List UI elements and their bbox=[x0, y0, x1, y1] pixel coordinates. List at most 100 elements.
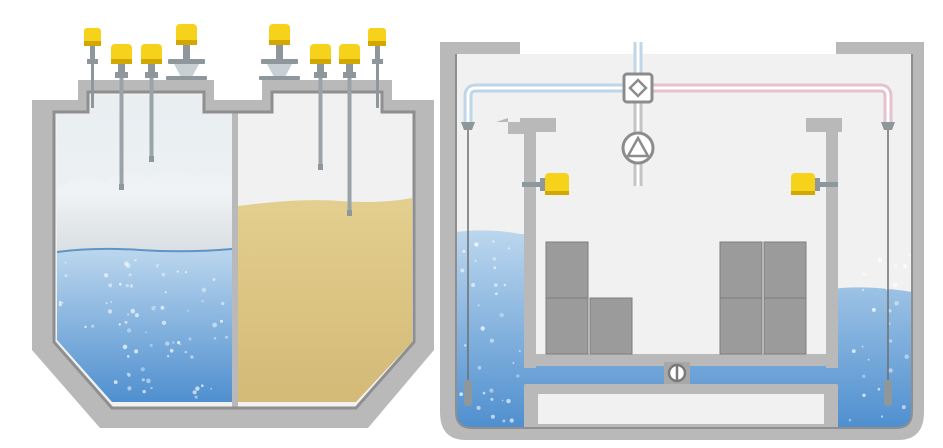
bubble bbox=[58, 301, 62, 304]
bubble bbox=[861, 345, 864, 348]
container-block bbox=[719, 297, 763, 355]
bubble bbox=[867, 358, 870, 361]
bubble bbox=[501, 399, 504, 402]
bubble bbox=[212, 322, 218, 328]
bubble bbox=[459, 392, 464, 397]
bubble bbox=[862, 393, 866, 397]
bubble bbox=[105, 301, 108, 305]
bubble bbox=[489, 388, 494, 393]
side-level-switch bbox=[522, 173, 569, 195]
bubble bbox=[187, 309, 189, 312]
pump-icon bbox=[621, 131, 655, 165]
bubble bbox=[155, 266, 158, 268]
bubble bbox=[480, 326, 485, 331]
bubble bbox=[502, 419, 506, 423]
bubble bbox=[146, 378, 151, 384]
bubble bbox=[165, 341, 170, 346]
bubble bbox=[512, 362, 515, 364]
bubble bbox=[201, 287, 207, 293]
bubble bbox=[516, 374, 520, 378]
bubble bbox=[64, 261, 67, 264]
bubble bbox=[892, 282, 898, 288]
vapour-cloud bbox=[57, 169, 232, 252]
bubble bbox=[176, 270, 179, 273]
bubble bbox=[499, 312, 504, 318]
vibrating-fork-sensor bbox=[84, 28, 101, 108]
bubble bbox=[127, 386, 132, 391]
bubble bbox=[201, 384, 204, 388]
bubble bbox=[141, 378, 145, 382]
hydrostatic-pressure-probe bbox=[881, 122, 895, 406]
bubble bbox=[161, 272, 166, 277]
bubble bbox=[190, 355, 194, 359]
chamber-left-wall bbox=[524, 118, 536, 368]
bubble bbox=[464, 344, 467, 347]
container-block bbox=[763, 241, 807, 299]
chamber-floor bbox=[524, 354, 838, 366]
vibrating-fork-sensor bbox=[368, 28, 386, 108]
pipe-network bbox=[463, 42, 893, 186]
bubble bbox=[134, 349, 139, 354]
bubble bbox=[129, 284, 134, 288]
bubble bbox=[169, 348, 174, 353]
bubble bbox=[862, 272, 866, 277]
radar-horn-sensor bbox=[259, 24, 300, 80]
container-stacks bbox=[545, 241, 807, 355]
container-block bbox=[545, 241, 589, 299]
valve-icon bbox=[622, 72, 654, 104]
bubble bbox=[154, 305, 157, 308]
bubble bbox=[124, 321, 128, 324]
bubble bbox=[125, 284, 129, 288]
bubble bbox=[188, 337, 192, 341]
bubble bbox=[490, 414, 495, 419]
bubble bbox=[509, 418, 514, 423]
rod-probe-sensor bbox=[141, 44, 162, 162]
rod-probe-sensor bbox=[111, 44, 132, 190]
bubble bbox=[84, 325, 87, 329]
bubble bbox=[172, 341, 175, 344]
bubble bbox=[91, 324, 95, 328]
bubble bbox=[908, 254, 911, 257]
bubble bbox=[476, 405, 481, 410]
bubble bbox=[160, 305, 165, 310]
right-tank-inner-edge bbox=[455, 54, 913, 429]
bubble bbox=[122, 344, 128, 350]
bubble bbox=[145, 331, 148, 334]
bubble bbox=[880, 415, 884, 418]
bubble bbox=[140, 367, 145, 372]
bubble bbox=[134, 313, 139, 318]
rod-probe-sensor bbox=[339, 44, 360, 216]
bubble bbox=[871, 307, 876, 312]
bubble-field bbox=[58, 259, 228, 399]
radar-horn-sensor bbox=[166, 24, 207, 80]
bubble bbox=[493, 266, 497, 270]
bubble bbox=[108, 283, 113, 288]
bulk-solid-fill bbox=[238, 198, 412, 402]
container-block bbox=[719, 241, 763, 299]
pipe-pink-core bbox=[651, 86, 890, 128]
bubble bbox=[156, 263, 160, 267]
bubble bbox=[489, 338, 494, 343]
bubble bbox=[904, 354, 909, 360]
side-level-switch bbox=[791, 173, 838, 195]
bubble bbox=[888, 368, 893, 373]
bubble bbox=[474, 259, 477, 262]
left-tank-inner-edge bbox=[52, 90, 416, 410]
bubble bbox=[503, 283, 506, 287]
bubble bbox=[192, 390, 197, 395]
bubble bbox=[851, 349, 856, 353]
bubble bbox=[64, 274, 68, 278]
bubble bbox=[213, 337, 217, 340]
pipe-blue-core bbox=[466, 86, 625, 128]
bubble bbox=[126, 355, 130, 358]
bubble bbox=[119, 283, 122, 286]
hydrostatic-pressure-probe bbox=[461, 122, 475, 406]
bubble bbox=[894, 301, 899, 306]
bubble bbox=[184, 350, 187, 354]
bubble bbox=[201, 300, 204, 303]
bubble bbox=[495, 292, 498, 296]
bubble bbox=[494, 283, 498, 287]
bubble bbox=[474, 242, 479, 247]
bubble bbox=[142, 389, 146, 394]
